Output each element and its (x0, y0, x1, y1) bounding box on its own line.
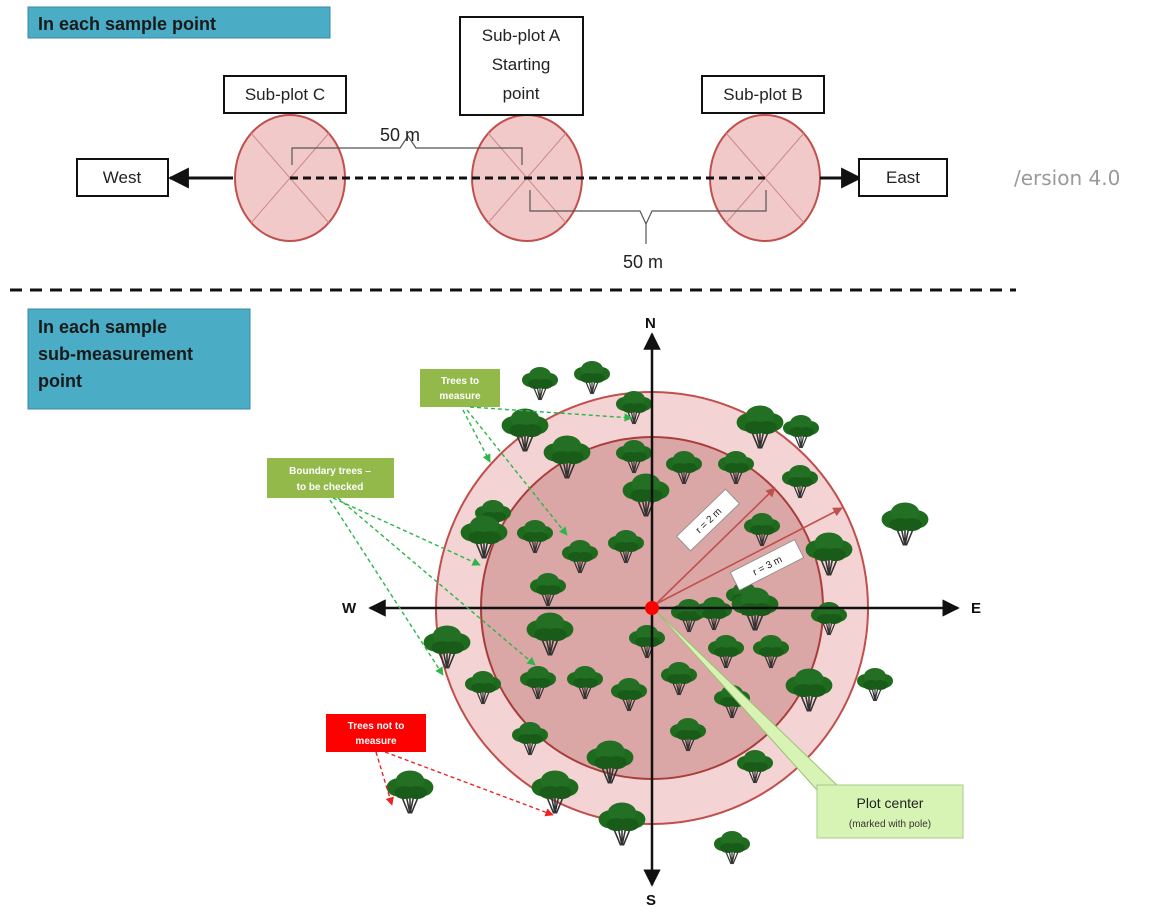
callout-boundary-trees-box (267, 458, 394, 498)
plot-center-sublabel: (marked with pole) (849, 819, 931, 830)
subplot-b-box (701, 75, 825, 114)
radius-inner-box (676, 488, 740, 552)
callout-trees-not-to-measure-box (326, 714, 426, 752)
distance-brace-left (291, 134, 523, 165)
subplot-a-box (459, 16, 584, 116)
radius-arrow-inner (655, 487, 776, 605)
plot-center-box (816, 784, 964, 839)
trees-to-measure-arrows (462, 406, 633, 536)
callout-trees-to-measure-box (420, 369, 500, 407)
west-box (76, 158, 169, 197)
callout-trees-not-to-measure-line1: Trees not to (348, 721, 405, 732)
top-header-text: In each sample point (38, 14, 216, 34)
bottom-header-line3: point (38, 371, 82, 391)
distance-left-label: 50 m (380, 125, 420, 145)
subplot-a-label-line3: point (503, 84, 540, 103)
subplot-a-label-line2: Starting (492, 55, 551, 74)
callout-boundary-trees-line1: Boundary trees – (289, 466, 371, 477)
subplot-a-label-line1: Sub-plot A (482, 26, 561, 45)
plot-center-dot (645, 601, 659, 615)
callout-boundary-trees-line2: to be checked (297, 482, 364, 493)
compass-east: E (971, 600, 981, 617)
plot-center-label: Plot center (857, 795, 924, 811)
radius-outer-box (729, 539, 805, 591)
trees-not-to-measure-arrows (375, 751, 554, 817)
top-header-box (27, 6, 331, 39)
bottom-header-box (27, 308, 251, 410)
subplot-c-box (223, 75, 347, 114)
version-text: /ersion 4.0 (1014, 166, 1120, 190)
east-label: East (886, 168, 920, 187)
callout-trees-not-to-measure-line2: measure (355, 736, 397, 747)
callout-trees-to-measure-line2: measure (439, 391, 481, 402)
subplot-c-label: Sub-plot C (245, 85, 325, 104)
compass-west: W (342, 600, 357, 617)
boundary-trees-arrows (329, 497, 536, 676)
bottom-header-line1: In each sample (38, 317, 167, 337)
compass-north: N (645, 315, 656, 332)
bottom-header-line2: sub-measurement (38, 344, 193, 364)
west-label: West (103, 168, 142, 187)
radius-arrow-outer (655, 507, 843, 605)
callout-trees-to-measure-line1: Trees to (441, 376, 479, 387)
east-box (858, 158, 948, 197)
subplot-b-label: Sub-plot B (723, 85, 802, 104)
distance-right-label: 50 m (623, 252, 663, 272)
compass-south: S (646, 892, 656, 909)
